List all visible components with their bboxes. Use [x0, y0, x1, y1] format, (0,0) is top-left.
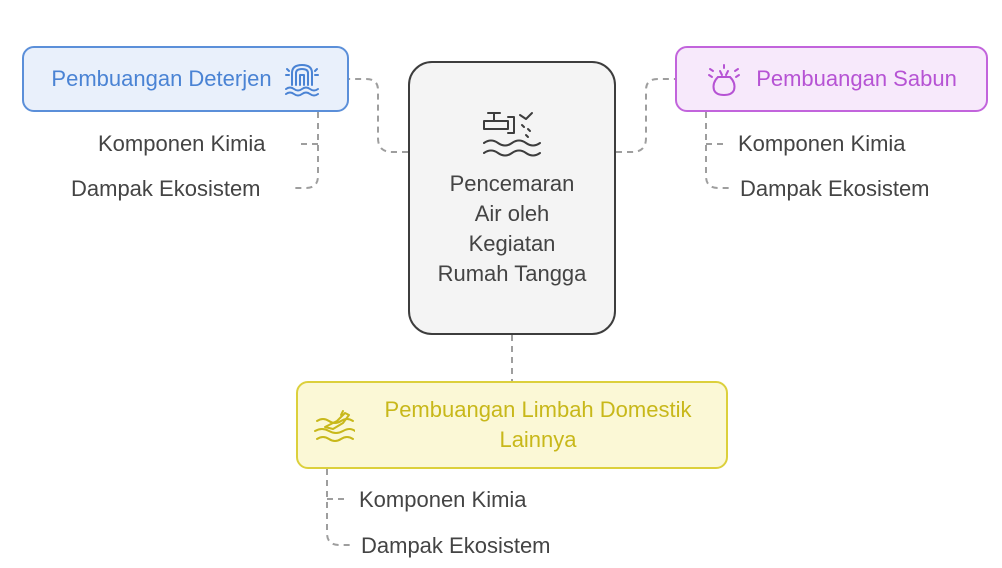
soap-label: Pembuangan Sabun — [756, 66, 957, 91]
center-title: Pencemaran Air oleh Kegiatan Rumah Tangg… — [437, 171, 587, 286]
detergent-item-ecosystem: Dampak Ekosistem — [71, 176, 261, 201]
domestic-waste-label: Pembuangan Limbah Domestik Lainnya — [384, 397, 692, 452]
connector-detergent-items — [294, 112, 319, 189]
domestic-item-chemical: Komponen Kimia — [359, 487, 527, 512]
detergent-node[interactable]: Pembuangan Deterjen — [22, 46, 349, 112]
water-pipe-pollution-icon — [482, 107, 542, 163]
soap-item-ecosystem: Dampak Ekosistem — [740, 176, 930, 201]
soap-item-chemical: Komponen Kimia — [738, 131, 906, 156]
detergent-drain-icon — [284, 61, 320, 97]
domestic-waste-node[interactable]: Pembuangan Limbah Domestik Lainnya — [296, 381, 728, 469]
domestic-item-ecosystem: Dampak Ekosistem — [361, 533, 551, 558]
center-node[interactable]: Pencemaran Air oleh Kegiatan Rumah Tangg… — [408, 61, 616, 335]
waste-in-water-icon — [313, 407, 356, 443]
soap-node[interactable]: Pembuangan Sabun — [675, 46, 988, 112]
detergent-item-chemical: Komponen Kimia — [98, 131, 266, 156]
connector-domestic-items — [326, 469, 351, 546]
soap-bag-icon — [706, 61, 742, 97]
connector-center-to-soap — [616, 78, 675, 153]
detergent-label: Pembuangan Deterjen — [51, 66, 272, 91]
connector-center-to-detergent — [349, 78, 408, 153]
connector-soap-items — [705, 112, 730, 189]
